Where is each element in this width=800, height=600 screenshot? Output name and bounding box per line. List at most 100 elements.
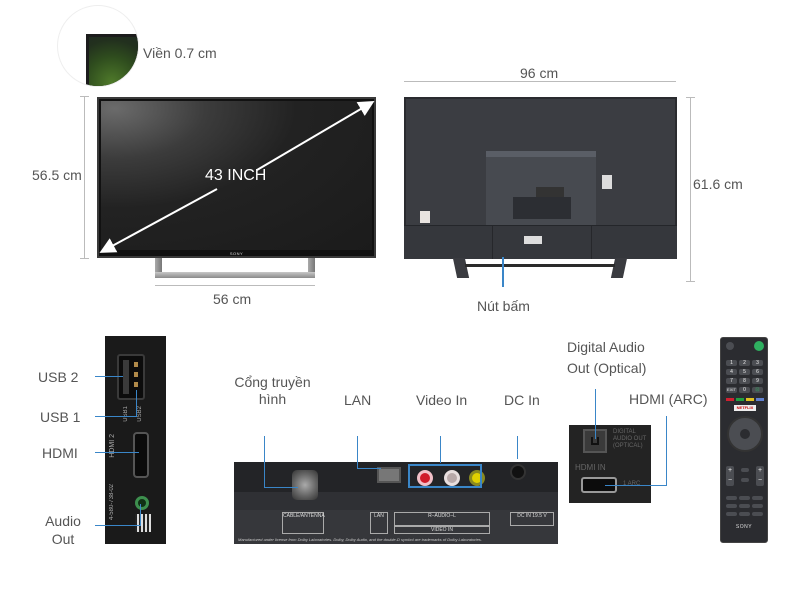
hdmi-arc-callout <box>666 416 667 486</box>
remote-btn-6: 6 <box>752 369 763 375</box>
back-label <box>524 236 542 244</box>
video-in-tag: VIDEO IN <box>394 526 490 534</box>
remote-btn-teletext: ⊡ <box>752 387 763 393</box>
usb-port-icon <box>117 354 145 400</box>
diagonal-arrow-icon <box>99 100 375 253</box>
remote-channel-rocker: +− <box>756 466 764 486</box>
optical-port-icon <box>583 429 607 453</box>
stand-leg <box>308 258 315 278</box>
height-dimension-line <box>84 96 85 259</box>
dimension-tick <box>686 97 695 98</box>
stand-width-label: 56 cm <box>213 291 252 307</box>
optical-callout <box>595 389 596 439</box>
back-speaker-housing <box>404 225 677 259</box>
antenna-label: Cổng truyền hình <box>234 374 311 407</box>
video-in-callout <box>440 436 441 463</box>
button-label: Nút bấm <box>477 298 530 314</box>
dc-in-callout <box>517 436 518 459</box>
rca-white-jack-icon <box>444 470 460 486</box>
panel-shelf <box>234 492 558 510</box>
tv-brand-logo: SONY <box>229 251 244 256</box>
back-height-label: 61.6 cm <box>693 176 743 192</box>
remote-btn-0: 0 <box>739 387 750 393</box>
lan-label: LAN <box>344 392 372 408</box>
remote-netflix-button: NETFLIX <box>734 405 756 411</box>
usb-divider <box>123 360 129 394</box>
usb1-label: USB 1 <box>40 409 81 425</box>
arc-port-panel: DIGITAL AUDIO OUT (OPTICAL) HDMI IN 1 AR… <box>569 425 651 503</box>
lan-callout <box>357 436 358 469</box>
width-dimension-line <box>404 81 676 82</box>
tv-stand-front <box>155 258 315 278</box>
tv-screen <box>101 101 372 250</box>
audio-callout-vertical <box>140 504 141 526</box>
remote-volume-rocker: +− <box>726 466 734 486</box>
antenna-callout-h <box>264 487 298 488</box>
digital-audio-text: DIGITAL AUDIO OUT (OPTICAL) <box>613 429 647 449</box>
panel-label-strip: CABLE/ANTENNA LAN R–AUDIO–L VIDEO IN DC … <box>234 510 558 544</box>
hdmi-in-text: HDMI IN <box>575 463 606 472</box>
remote-ff-button <box>752 496 763 500</box>
hdmi-arc-callout-h <box>605 485 667 486</box>
remote-home-button <box>741 468 749 472</box>
remote-btn-8: 8 <box>739 378 750 384</box>
usb-pin <box>134 372 138 377</box>
remote-power-button <box>754 341 764 351</box>
stand-leg <box>155 258 162 278</box>
back-height-dimension-line <box>690 97 691 282</box>
bezel-zoom-circle <box>57 5 139 87</box>
remote-rewind-button <box>726 496 737 500</box>
remote-input-button <box>726 342 734 350</box>
audio-callout <box>95 525 141 526</box>
remote-btn-4: 4 <box>726 369 737 375</box>
arc-text: 1 ARC <box>623 481 641 487</box>
usb1-text: USB1 <box>123 406 129 422</box>
usb-pin <box>134 362 138 367</box>
rca-red-jack-icon <box>417 470 433 486</box>
button-callout-line <box>502 257 504 287</box>
video-in-label: Video In <box>416 392 468 408</box>
dimension-tick <box>686 281 695 282</box>
part-number-text: 4-580-738-02 <box>109 484 115 521</box>
stand-bar <box>155 272 315 278</box>
remote-back-button <box>726 512 737 516</box>
dolby-fineprint: Manufactured under license from Dolby La… <box>238 537 482 542</box>
remote-red-button <box>726 398 734 401</box>
lan-port-icon <box>377 467 401 483</box>
bezel-screen <box>89 37 138 86</box>
back-housing-center <box>492 226 592 259</box>
remote-btn-1: 1 <box>726 360 737 366</box>
usb1-callout-vertical <box>136 390 137 417</box>
bezel-label: Viền 0.7 cm <box>143 45 217 61</box>
dc-jack-icon <box>510 464 526 480</box>
remote-dpad-center <box>740 429 750 439</box>
audio-out-label: Audio Out <box>45 513 81 547</box>
remote-btn-7: 7 <box>726 378 737 384</box>
tv-front-view: SONY <box>97 97 376 258</box>
stand-width-dimension-line <box>155 285 315 286</box>
antenna-callout <box>264 436 265 488</box>
hdmi-side-label: HDMI <box>42 445 78 461</box>
dc-in-tag: DC IN 19.5 V <box>510 512 554 526</box>
optical-label-line1: Digital Audio <box>567 339 645 355</box>
remote-play-button <box>739 496 750 500</box>
remote-control: 1 2 3 4 5 6 7 8 9 EXIT 0 ⊡ NETFLIX +− +−… <box>720 337 768 543</box>
stand-leg <box>452 258 470 278</box>
remote-btn-5: 5 <box>739 369 750 375</box>
stand-bar <box>465 264 615 267</box>
dc-in-label: DC In <box>504 392 540 408</box>
remote-green-button <box>736 398 744 401</box>
dimension-tick <box>80 96 89 97</box>
antenna-port-icon <box>292 470 318 500</box>
remote-brand-logo: SONY <box>735 524 753 530</box>
remote-next-button <box>752 504 763 508</box>
remote-mute-button <box>741 478 749 482</box>
usb2-callout <box>95 376 123 377</box>
back-port-bay <box>513 197 571 219</box>
remote-prev-button <box>726 504 737 508</box>
hdmi-callout <box>95 452 139 453</box>
bottom-port-panel: CABLE/ANTENNA LAN R–AUDIO–L VIDEO IN DC … <box>234 462 558 544</box>
bezel-corner-image <box>86 34 138 86</box>
hdmi-port-icon <box>133 432 149 478</box>
side-port-panel: USB1 USB2 HDMI 2 4-580-738-02 <box>105 336 166 544</box>
